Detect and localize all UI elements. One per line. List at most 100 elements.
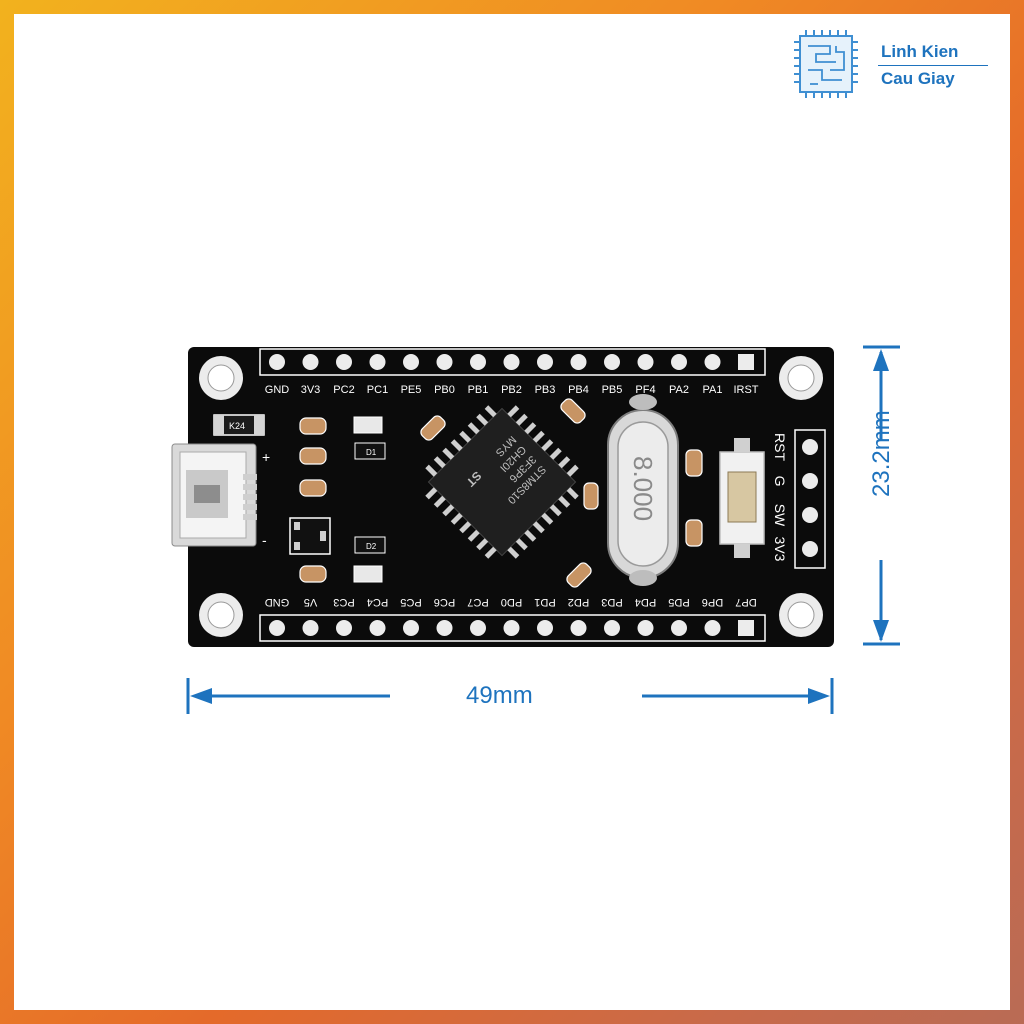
bottom-pin-label: V5 <box>304 596 317 608</box>
chip-pin <box>459 430 472 443</box>
chip-pin <box>524 422 537 435</box>
header-pin <box>336 620 352 636</box>
chip-pin <box>541 512 554 525</box>
header-pin-square <box>738 620 754 636</box>
plus-label: + <box>262 449 270 465</box>
header-pin <box>704 354 721 370</box>
bottom-pin-label: GND <box>265 596 290 608</box>
top-pin-label: PA1 <box>703 384 723 396</box>
header-pin <box>637 354 654 370</box>
header-pin <box>537 354 553 370</box>
top-header-outline <box>259 348 766 376</box>
bottom-pin-label: DP6 <box>702 596 723 608</box>
bottom-pin-label-group: PC4 <box>367 596 388 608</box>
brand-name-line1: Linh Kien <box>881 42 959 61</box>
header-pin <box>369 354 386 370</box>
crystal-label: 8.000 <box>628 456 658 521</box>
bottom-pin-label: PC7 <box>467 596 488 608</box>
bottom-pin-label-group: PD4 <box>635 596 656 608</box>
top-pin-label: PB4 <box>568 384 589 396</box>
swim-pin <box>802 439 818 455</box>
chip-pin <box>450 512 463 525</box>
crystal-oscillator: 8.000 <box>607 394 679 586</box>
brand-name-line2: Cau Giay <box>881 69 955 88</box>
top-pin-label: PB1 <box>468 384 489 396</box>
micro-usb-connector <box>171 443 257 547</box>
header-pin <box>470 354 486 370</box>
chip-logo-icon <box>794 30 858 98</box>
bottom-pin-label: PC5 <box>400 596 421 608</box>
chip-pin <box>484 546 497 559</box>
header-pin <box>604 620 620 636</box>
bottom-pin-label: PD2 <box>568 596 589 608</box>
chip-pin <box>558 495 571 508</box>
bottom-pin-label-group: PC3 <box>333 596 354 608</box>
chip-pin <box>515 538 528 551</box>
chip-pin <box>507 405 520 418</box>
header-pin <box>637 620 654 636</box>
bottom-pin-label: PD3 <box>601 596 622 608</box>
swim-pin-label: G <box>772 476 788 487</box>
width-dimension <box>186 678 834 714</box>
swim-pin <box>802 507 818 523</box>
top-pin-label: PB3 <box>535 384 556 396</box>
chip-pin <box>433 456 446 469</box>
bottom-pin-label: PC3 <box>333 596 354 608</box>
led-label-d2: D2 <box>366 542 377 551</box>
chip-pin <box>541 439 554 452</box>
swim-label-group: 3V3 <box>772 537 788 562</box>
bottom-pin-label-group: PC7 <box>467 596 488 608</box>
chip-pin <box>532 521 545 534</box>
bottom-pin-label: PC6 <box>434 596 455 608</box>
bottom-header-pins <box>269 620 754 636</box>
minus-label: - <box>262 532 267 548</box>
bottom-pin-label-group: DP6 <box>702 596 723 608</box>
chip-pin <box>476 413 489 426</box>
bottom-pin-label-group: GND <box>265 596 290 608</box>
swim-pin-label: RST <box>772 433 788 461</box>
header-pin <box>436 620 453 636</box>
top-pin-label: PB0 <box>434 384 455 396</box>
chip-pin <box>484 405 497 418</box>
chip-pin <box>442 504 455 517</box>
chip-pin <box>549 447 562 460</box>
bottom-pin-label: DP7 <box>735 596 756 608</box>
resistors: D1 D2 <box>354 442 386 554</box>
mounting-holes <box>199 356 823 637</box>
swim-pin-label: 3V3 <box>772 537 788 562</box>
transistor <box>289 517 331 555</box>
header-pin-square <box>738 354 754 370</box>
bottom-pin-label-group: V5 <box>304 596 317 608</box>
height-label: 23.2mm <box>868 410 895 497</box>
chip-pin <box>558 456 571 469</box>
top-pin-label: PB2 <box>501 384 522 396</box>
header-pin <box>369 620 386 636</box>
header-pin <box>403 620 419 636</box>
bottom-pin-label: PD0 <box>501 596 522 608</box>
top-pin-label: GND <box>265 384 290 396</box>
top-pin-label: PA2 <box>669 384 689 396</box>
header-pin <box>302 620 319 636</box>
chip-pin <box>566 487 579 500</box>
chip-pin <box>467 529 480 542</box>
decoupling-capacitors <box>420 398 703 588</box>
width-label: 49mm <box>466 682 533 709</box>
bottom-pin-label: PD4 <box>635 596 656 608</box>
top-header-pins <box>269 354 754 370</box>
chip-pin <box>459 521 472 534</box>
chip-pin <box>425 487 438 500</box>
bottom-pin-label-group: PC5 <box>400 596 421 608</box>
bottom-pin-label: PD1 <box>534 596 555 608</box>
header-pin <box>436 354 453 370</box>
header-pin <box>570 620 587 636</box>
brand-divider <box>878 65 988 66</box>
chip-pin <box>425 464 438 477</box>
swim-header-pins <box>802 439 818 557</box>
reset-button <box>719 438 765 558</box>
brand-logo: Linh Kien Cau Giay <box>786 24 996 104</box>
swim-label-group: SW <box>772 504 788 527</box>
regulator-label: K24 <box>229 421 245 431</box>
